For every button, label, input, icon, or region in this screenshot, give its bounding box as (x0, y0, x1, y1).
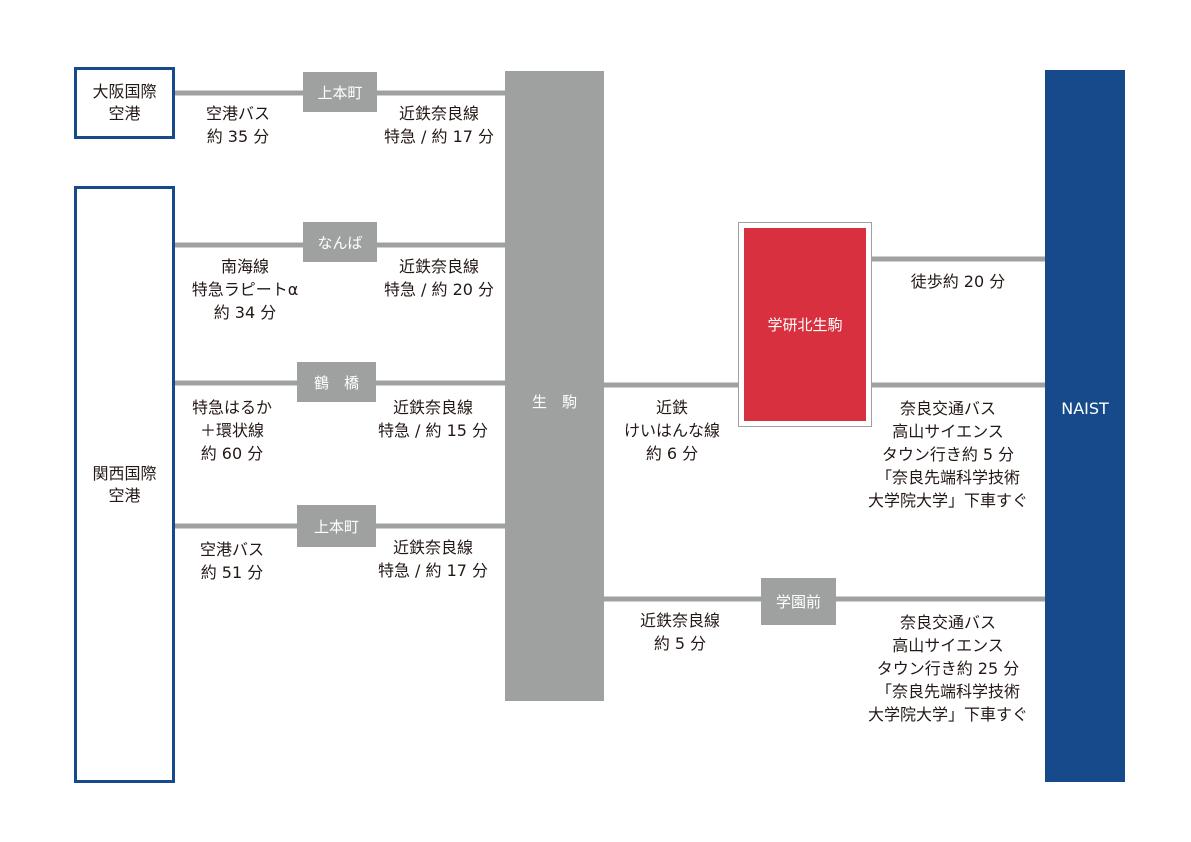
route-osaka-bus: 空港バス 約 35 分 (205, 104, 270, 146)
station-uehommachi-upper: 上本町 (303, 72, 377, 112)
gakken-hub: 学研北生駒 (744, 228, 866, 421)
station-tsuruhashi: 鶴 橋 (297, 362, 376, 402)
route-namba-kintetsu: 近鉄奈良線 特急 / 約 20 分 (383, 257, 495, 299)
ikoma-label: 生 駒 (531, 393, 577, 411)
osaka-airport-box: 大阪国際 空港 (74, 67, 175, 139)
kansai-airport-label: 関西国際 空港 (92, 463, 157, 505)
route-keihanna: 近鉄 けいはんな線 約 6 分 (623, 398, 720, 463)
route-haruka: 特急はるか ＋環状線 約 60 分 (191, 398, 272, 463)
route-walk: 徒歩約 20 分 (910, 272, 1006, 291)
station-uehommachi-lower: 上本町 (297, 505, 376, 547)
station-gakuenmae: 学園前 (761, 578, 836, 625)
route-tsuruhashi-kintetsu: 近鉄奈良線 特急 / 約 15 分 (377, 398, 489, 440)
route-gakken-bus: 奈良交通バス 高山サイエンス タウン行き約 5 分 「奈良先端科学技術 大学院大… (867, 399, 1028, 510)
station-namba: なんば (303, 222, 377, 262)
route-nankai: 南海線 特急ラピートα 約 34 分 (191, 257, 299, 322)
gakken-frame: 学研北生駒 (738, 222, 872, 427)
naist-label: NAIST (1061, 399, 1109, 418)
route-gakuenmae-bus: 奈良交通バス 高山サイエンス タウン行き約 25 分 「奈良先端科学技術 大学院… (867, 613, 1028, 724)
route-osaka-kintetsu: 近鉄奈良線 特急 / 約 17 分 (383, 104, 495, 146)
gakken-label: 学研北生駒 (767, 316, 843, 334)
route-kansai-bus: 空港バス 約 51 分 (199, 540, 264, 582)
ikoma-hub: 生 駒 (505, 71, 604, 701)
route-uehommachi-kintetsu: 近鉄奈良線 特急 / 約 17 分 (377, 538, 489, 580)
kansai-airport-box: 関西国際 空港 (74, 186, 175, 783)
naist-hub: NAIST (1045, 70, 1125, 782)
route-nara-line: 近鉄奈良線 約 5 分 (639, 611, 720, 653)
osaka-airport-label: 大阪国際 空港 (92, 82, 157, 123)
